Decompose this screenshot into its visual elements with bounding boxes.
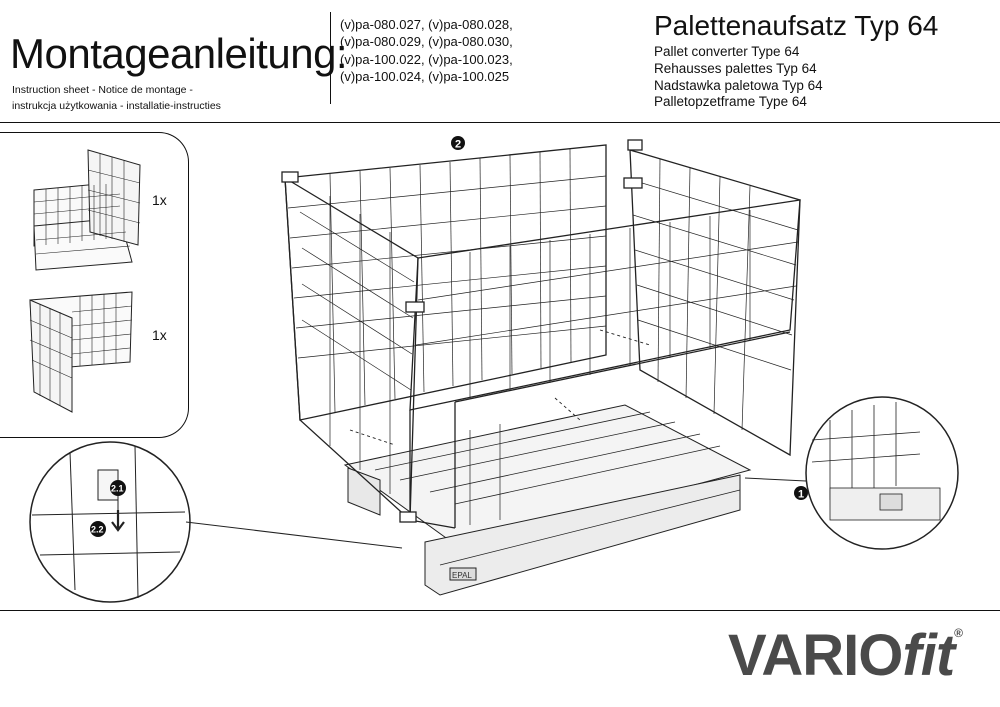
brand-logo: VARIOfit® [728,622,963,689]
subtitle-line: instrukcja użytkowania - installatie-ins… [12,100,221,112]
detail-circle-latch [29,441,403,603]
pallet-marking-plate [449,567,477,581]
pallet-marking: EPAL [452,571,472,580]
mesh-frame-front-with-side-icon [33,149,141,271]
detail-circle-corner [744,396,959,550]
registered-mark: ® [954,626,963,640]
article-code-line: (v)pa-080.027, (v)pa-080.028, [340,17,513,32]
callout-step-one [794,486,808,500]
svg-text:2: 2 [455,139,461,151]
brand-name-accent: fit [902,623,955,688]
callout-step-two-two [90,521,106,537]
parts-panel [0,132,189,438]
product-title: Palettenaufsatz Typ 64 [654,10,939,41]
subtitle-line: Instruction sheet - Notice de montage - [12,84,193,96]
article-code-line: (v)pa-100.022, (v)pa-100.023, [340,51,513,67]
part-quantity: 1x [152,192,167,208]
svg-text:2.1: 2.1 [111,484,124,494]
product-translation: Nadstawka paletowa Typ 64 [654,77,823,93]
mesh-cage-illustration [281,139,801,529]
footer-rule [0,610,1000,611]
mesh-frame-side-with-back-icon [29,291,133,413]
pallet-illustration: EPAL [343,404,752,596]
product-translation: Pallet converter Type 64 [654,44,800,59]
header-rule [0,122,1000,123]
article-code-line: (v)pa-080.029, (v)pa-080.030, [340,34,513,50]
page-title: Montageanleitung: [10,30,348,77]
part-quantity: 1x [152,327,167,343]
svg-text:1: 1 [798,489,804,501]
article-code-line: (v)pa-100.024, (v)pa-100.025 [340,68,510,84]
product-translation: Palletopzetframe Type 64 [654,94,807,110]
product-translation: Rehausses palettes Typ 64 [654,60,817,76]
product-block: Palettenaufsatz Typ 64 Pallet converter … [654,10,938,111]
brand-name: VARIO [728,623,903,688]
header-divider [330,12,331,104]
callout-step-two [451,136,465,150]
subtitle: Instruction sheet - Notice de montage - … [12,82,221,114]
svg-text:2.2: 2.2 [91,525,104,535]
product-translations: Pallet converter Type 64 Rehausses palet… [654,44,938,111]
callout-step-two-one [110,480,126,496]
article-codes: (v)pa-080.027, (v)pa-080.028, (v)pa-080.… [340,16,513,85]
